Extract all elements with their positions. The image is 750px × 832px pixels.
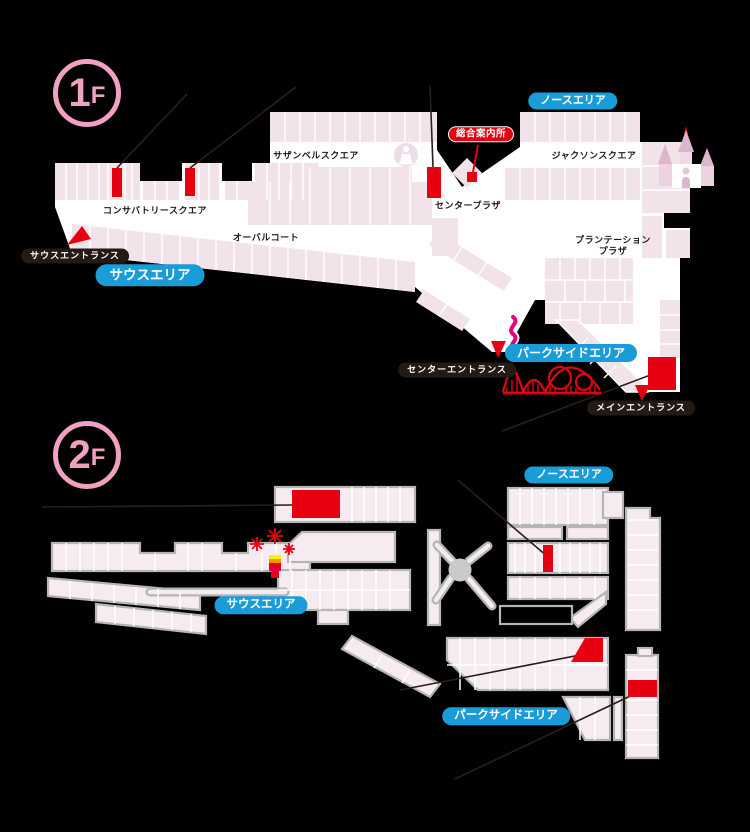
floor1-badge-suffix: F xyxy=(90,82,106,109)
plantation-plaza-line2: プラザ xyxy=(598,246,628,256)
floor1-southern-bell-square-name: サザンベルスクエア xyxy=(273,150,359,161)
floor1-main-entrance-label: メインエントランス xyxy=(587,400,695,416)
floor2-callout-lines xyxy=(41,479,644,780)
floor1-conservatory-square-name: コンサバトリースクエア xyxy=(103,205,207,216)
floor1-plantation-plaza-name: プランテーション プラザ xyxy=(575,235,651,257)
floor1-center-plaza-name: センタープラザ xyxy=(435,200,501,211)
information-leader-line xyxy=(472,144,479,173)
highlighted-store xyxy=(543,545,553,572)
floor1-south-area-label: サウスエリア xyxy=(95,264,205,286)
church-castle-icon xyxy=(658,126,714,188)
highlighted-store xyxy=(292,490,340,518)
information-counter-icon xyxy=(394,143,418,167)
center-entrance-arrow-icon xyxy=(491,341,506,358)
main-entrance-arrow-icon xyxy=(635,385,650,401)
floor2-open-court xyxy=(498,604,574,626)
fireworks-icon xyxy=(250,528,295,578)
floor1-badge: 1 F xyxy=(53,59,121,127)
floor2-parkside-area-label: パークサイドエリア xyxy=(442,707,570,725)
floor2-badge-digit: 2 xyxy=(68,433,91,477)
entrance-arrows xyxy=(67,226,650,401)
floor1-south-entrance-label: サウスエントランス xyxy=(21,248,129,264)
highlighted-store xyxy=(185,168,195,196)
floor1-highlighted-stores xyxy=(112,167,676,390)
floor2-badge: 2 F xyxy=(53,421,121,489)
floor2-map xyxy=(41,479,662,780)
floor1-center-entrance-label: センターエントランス xyxy=(398,362,516,378)
floor2-badge-suffix: F xyxy=(90,444,106,471)
floor1-map xyxy=(55,85,714,432)
floor1-parkside-area-label: パークサイドエリア xyxy=(504,344,638,362)
rollercoaster-icon xyxy=(501,365,601,395)
highlighted-store xyxy=(648,357,676,390)
information-counter-marker xyxy=(467,172,477,182)
floor1-information-center-label: 総合案内所 xyxy=(447,126,515,142)
floor1-oval-court-name: オーバルコート xyxy=(232,232,300,243)
floor1-jackson-square-name: ジャクソンスクエア xyxy=(551,150,637,161)
highlighted-store xyxy=(112,168,122,197)
south-entrance-arrow-icon xyxy=(67,226,91,245)
floor1-shop-blocks xyxy=(55,112,690,393)
floor2-south-area-label: サウスエリア xyxy=(214,596,308,614)
highlighted-store xyxy=(628,680,657,697)
floor2-rotunda xyxy=(448,558,472,582)
highlighted-store xyxy=(427,167,441,198)
plantation-plaza-line1: プランテーション xyxy=(575,235,651,245)
floor2-rotunda-walkways xyxy=(145,540,497,611)
floor2-store-dividers xyxy=(65,487,658,746)
highlighted-store xyxy=(571,638,603,662)
floor1-north-area-label: ノースエリア xyxy=(528,92,618,110)
floor2-north-area-label: ノースエリア xyxy=(524,466,614,484)
floor2-highlighted-stores xyxy=(292,490,657,697)
floor1-callout-lines xyxy=(116,85,662,432)
floor1-badge-digit: 1 xyxy=(68,71,91,115)
